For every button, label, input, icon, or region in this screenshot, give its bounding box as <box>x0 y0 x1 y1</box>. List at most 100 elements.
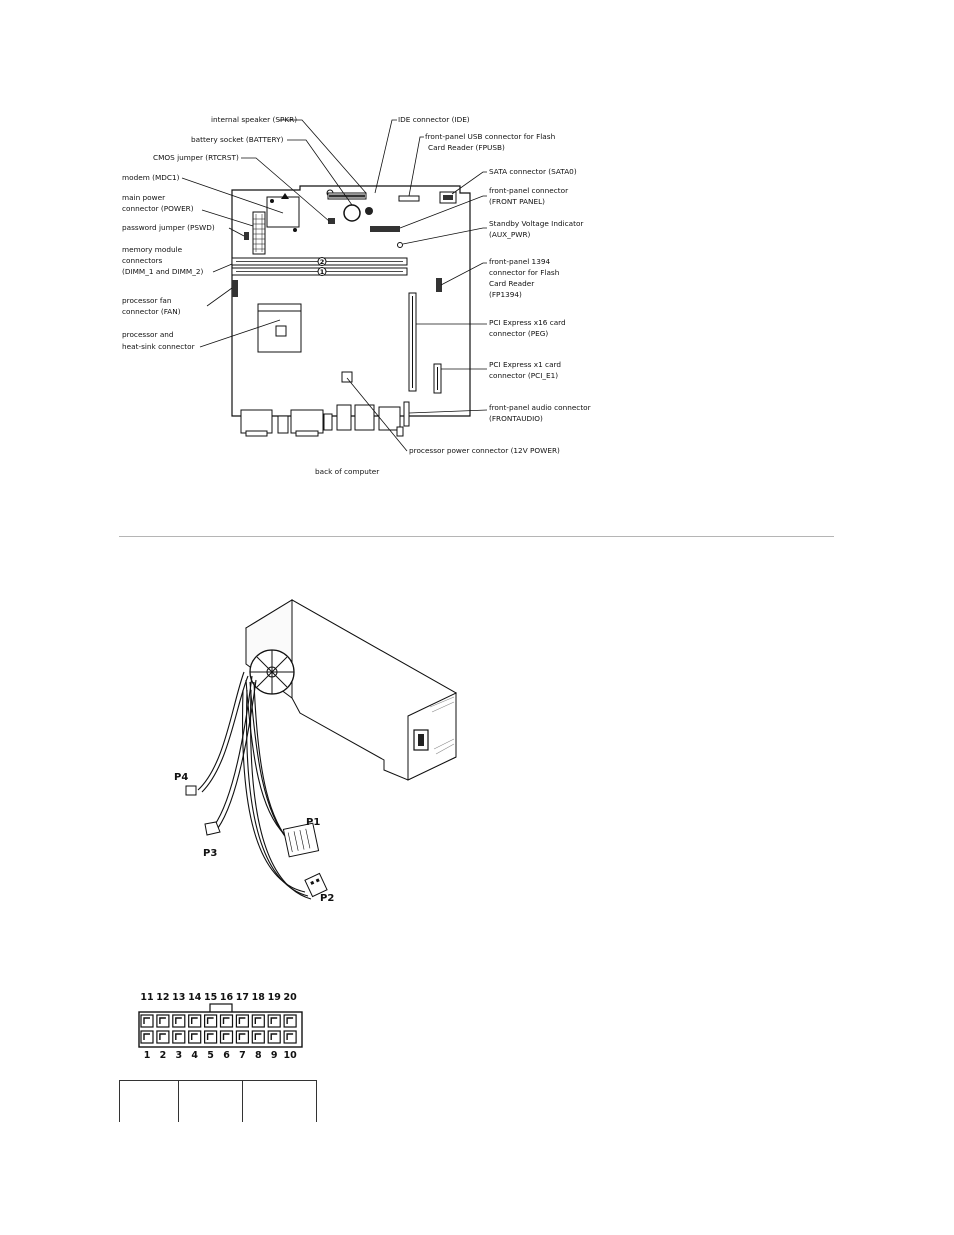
p2-connector <box>304 872 328 898</box>
pin-number-top-18: 18 <box>252 992 266 1003</box>
label-fp1394-1: front-panel 1394 <box>489 257 550 266</box>
pin-number-bottom-9: 9 <box>271 1050 278 1061</box>
psu-end-face <box>407 692 457 781</box>
label-p1: P1 <box>306 817 320 828</box>
pin-number-top-20: 20 <box>283 992 297 1003</box>
label-p4: P4 <box>174 772 188 783</box>
pin-number-bottom-6: 6 <box>223 1050 230 1061</box>
label-p2: P2 <box>320 893 334 904</box>
pin-number-bottom-7: 7 <box>239 1050 246 1061</box>
label-dimm-2: connectors <box>122 256 163 265</box>
pin-cell <box>251 1030 265 1044</box>
pin-cell <box>283 1014 297 1028</box>
pin-number-bottom-5: 5 <box>207 1050 214 1061</box>
label-fp1394-4: (FP1394) <box>489 290 522 299</box>
p1-connector <box>282 822 320 858</box>
pin-cell <box>235 1030 249 1044</box>
leader-lines <box>181 119 488 452</box>
pin-key-mark <box>222 1017 230 1024</box>
label-aux-pwr-2: (AUX_PWR) <box>489 230 531 239</box>
pin-cell <box>204 1014 218 1028</box>
label-battery: battery socket (BATTERY) <box>191 135 284 144</box>
table-row <box>119 1080 317 1122</box>
pin-cell <box>219 1030 234 1044</box>
table-cell <box>178 1080 243 1122</box>
label-cpu-1: processor and <box>122 330 174 339</box>
pin-key-mark <box>270 1033 278 1040</box>
pinout-table <box>119 1080 317 1122</box>
label-pswd: password jumper (PSWD) <box>122 223 215 232</box>
pin-number-top-16: 16 <box>220 992 234 1003</box>
label-fpusb-1: front-panel USB connector for Flash <box>425 132 555 141</box>
label-fan-2: connector (FAN) <box>122 307 181 316</box>
pin-number-top-14: 14 <box>188 992 202 1003</box>
pin-key-mark <box>286 1017 294 1024</box>
pin-number-bottom-3: 3 <box>175 1050 182 1061</box>
label-dimm-1: memory module <box>122 245 183 254</box>
pin-cell <box>204 1030 218 1044</box>
processor-power-connector <box>341 371 353 383</box>
dimm-2-number: 2 <box>320 258 325 266</box>
label-power-1: main power <box>122 193 165 202</box>
pin-cell <box>188 1030 202 1044</box>
pin-key-mark <box>222 1033 230 1040</box>
pin-key-mark <box>191 1017 198 1024</box>
main-power-connector <box>252 211 266 255</box>
pin-cell <box>156 1030 170 1044</box>
pin-key-mark <box>175 1017 182 1024</box>
label-fpusb-2: Card Reader (FPUSB) <box>428 143 505 152</box>
dimm-1-number: 1 <box>320 268 325 276</box>
label-aux-pwr-1: Standby Voltage Indicator <box>489 219 583 228</box>
pin-key-mark <box>270 1017 278 1024</box>
pin-key-mark <box>175 1033 182 1040</box>
label-p3: P3 <box>203 848 217 859</box>
pin-number-bottom-1: 1 <box>144 1050 151 1061</box>
label-cpu-2: heat-sink connector <box>122 342 195 351</box>
pin-key-mark <box>143 1017 150 1024</box>
table-cell <box>119 1080 179 1122</box>
pin-cell <box>156 1014 170 1028</box>
back-panel-io <box>240 404 404 437</box>
pin-cell <box>172 1030 186 1044</box>
p3-connector <box>204 821 221 836</box>
label-12v-power: processor power connector (12V POWER) <box>409 446 560 455</box>
table-cell <box>242 1080 317 1122</box>
pin-number-bottom-8: 8 <box>255 1050 262 1061</box>
pin-key-mark <box>254 1017 262 1024</box>
pin-number-top-12: 12 <box>156 992 169 1003</box>
pin-number-bottom-2: 2 <box>160 1050 167 1061</box>
front-panel-connector <box>370 226 400 232</box>
pin-key-mark <box>206 1017 214 1024</box>
pin-number-top-11: 11 <box>140 992 153 1003</box>
p4-connector <box>185 785 197 796</box>
section-divider <box>119 536 834 537</box>
pin-number-top-15: 15 <box>204 992 217 1003</box>
pin-cells <box>140 1014 297 1044</box>
pin-key-mark <box>191 1033 198 1040</box>
pin-key-mark <box>238 1017 246 1024</box>
pin-key-mark <box>159 1033 166 1040</box>
pin-cell <box>140 1030 154 1044</box>
pin-cell <box>283 1030 297 1044</box>
pin-cell <box>219 1014 234 1028</box>
pin-number-bottom-4: 4 <box>191 1050 198 1061</box>
label-front-panel-2: (FRONT PANEL) <box>489 197 545 206</box>
pin-number-bottom-10: 10 <box>283 1050 297 1061</box>
pin-cell <box>267 1030 281 1044</box>
label-frontaudio-2: (FRONTAUDIO) <box>489 414 543 423</box>
label-pcie1-1: PCI Express x1 card <box>489 360 561 369</box>
label-pcie1-2: connector (PCI_E1) <box>489 371 558 380</box>
motherboard-diagram: 2 1 <box>122 115 591 476</box>
pin-number-top-17: 17 <box>236 992 249 1003</box>
label-rtcrst: CMOS jumper (RTCRST) <box>153 153 239 162</box>
label-sata: SATA connector (SATA0) <box>489 167 577 176</box>
label-peg-2: connector (PEG) <box>489 329 548 338</box>
pin-number-top-19: 19 <box>268 992 281 1003</box>
pin-cell <box>235 1014 249 1028</box>
pin-cell <box>251 1014 265 1028</box>
battery-socket <box>343 204 361 222</box>
pin-cell <box>188 1014 202 1028</box>
